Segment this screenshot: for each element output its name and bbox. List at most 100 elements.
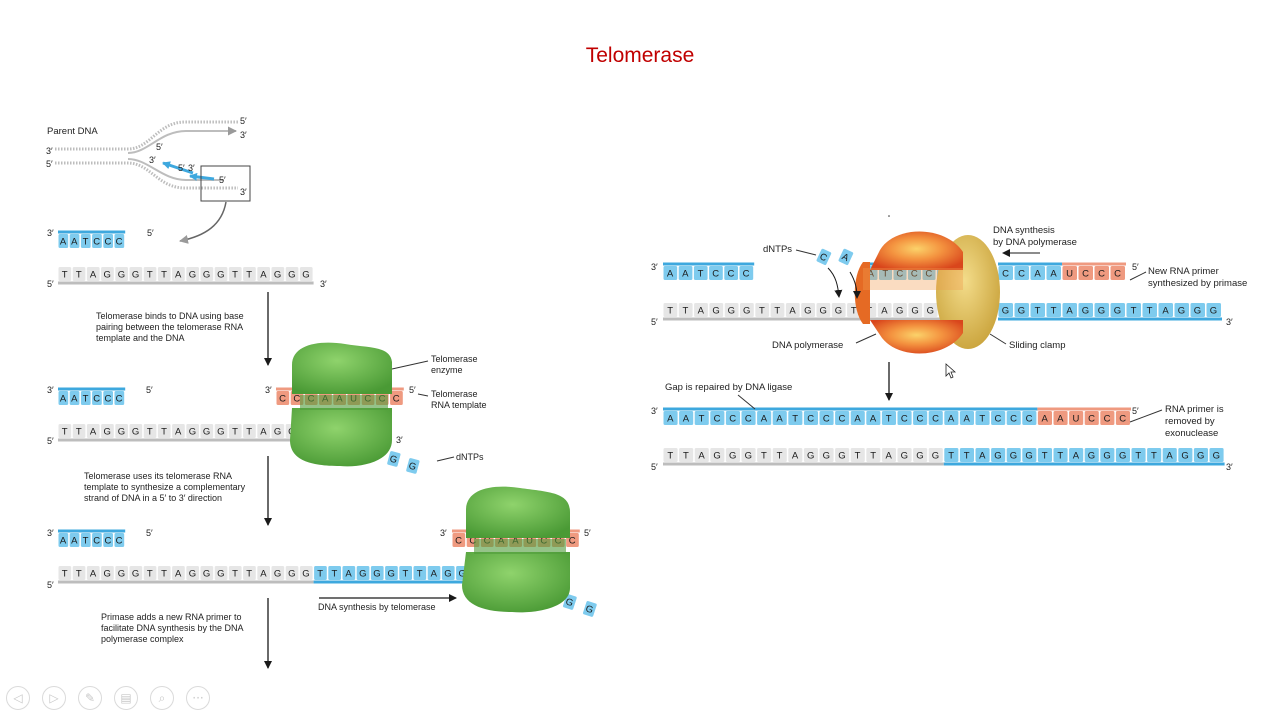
arrow-right-icon[interactable]: ▷: [42, 686, 66, 710]
svg-text:C: C: [116, 394, 123, 405]
more-icon[interactable]: ···: [186, 686, 210, 710]
svg-text:C: C: [1018, 269, 1025, 280]
svg-text:exonuclease: exonuclease: [1165, 428, 1218, 439]
svg-text:C: C: [279, 394, 286, 405]
svg-text:G: G: [118, 427, 125, 438]
svg-text:G: G: [1025, 451, 1032, 462]
svg-text:G: G: [118, 270, 125, 281]
svg-text:A: A: [840, 251, 851, 264]
svg-text:G: G: [916, 451, 923, 462]
base: T: [1131, 448, 1146, 462]
base: T: [228, 424, 242, 438]
svg-text:C: C: [104, 237, 111, 248]
svg-text:T: T: [761, 451, 767, 462]
svg-text:C: C: [1026, 414, 1033, 425]
svg-text:A: A: [789, 306, 796, 317]
end-label: 5′: [409, 385, 416, 395]
base: C: [1084, 411, 1099, 425]
svg-text:T: T: [232, 569, 238, 580]
svg-text:Telomerase: Telomerase: [431, 354, 478, 364]
base: G: [370, 566, 384, 580]
svg-text:T: T: [964, 451, 970, 462]
slides-icon[interactable]: ▤: [114, 686, 138, 710]
base: A: [427, 566, 441, 580]
step1-text: Telomerase binds to DNA using base pairi…: [96, 311, 244, 343]
svg-text:3′: 3′: [149, 155, 156, 165]
end-label: 5′: [146, 385, 153, 395]
svg-text:A: A: [175, 270, 182, 281]
svg-text:T: T: [147, 569, 153, 580]
right-labels: DNA synthesis by DNA polymerase dNTPs Ne…: [665, 225, 1247, 439]
end-label: 5′: [47, 436, 54, 446]
svg-text:G: G: [932, 451, 939, 462]
base: C: [724, 266, 738, 280]
base: T: [1126, 303, 1141, 317]
base: A: [1162, 448, 1177, 462]
base: A: [785, 303, 800, 317]
end-label: 3′: [47, 228, 54, 238]
base: C: [92, 391, 102, 405]
base: C: [1100, 411, 1115, 425]
svg-text:C: C: [838, 414, 845, 425]
base: A: [1037, 411, 1052, 425]
base: T: [58, 267, 72, 281]
base: A: [257, 424, 270, 438]
base: T: [1037, 448, 1052, 462]
svg-text:pairing between the telomerase: pairing between the telomerase RNA: [96, 322, 243, 332]
svg-text:C: C: [1119, 414, 1126, 425]
base: G: [740, 303, 754, 317]
base: G: [709, 303, 724, 317]
base: C: [452, 533, 466, 547]
base: G: [385, 566, 398, 580]
svg-text:T: T: [147, 427, 153, 438]
svg-text:T: T: [1057, 451, 1063, 462]
base: A: [172, 267, 185, 281]
svg-text:T: T: [1131, 306, 1137, 317]
zoom-icon[interactable]: ⌕: [150, 686, 174, 710]
base: G: [214, 267, 228, 281]
base: C: [1094, 266, 1109, 280]
base: U: [1069, 411, 1084, 425]
base: C: [114, 533, 125, 547]
svg-text:G: G: [203, 270, 210, 281]
svg-text:T: T: [792, 414, 798, 425]
base: G: [816, 303, 831, 317]
base: T: [143, 566, 157, 580]
arrow-left-icon[interactable]: ◁: [6, 686, 30, 710]
svg-text:T: T: [76, 569, 82, 580]
end-label: 5′: [651, 317, 658, 327]
svg-text:T: T: [774, 306, 780, 317]
end-label: 3′: [396, 435, 403, 445]
base: T: [228, 566, 242, 580]
svg-text:A: A: [667, 414, 674, 425]
svg-text:T: T: [246, 270, 252, 281]
end-label: 3′: [320, 279, 327, 289]
base: A: [663, 411, 678, 425]
base: G: [801, 303, 815, 317]
svg-text:T: T: [1147, 306, 1153, 317]
base: T: [80, 533, 91, 547]
svg-text:A: A: [71, 394, 78, 405]
svg-text:G: G: [994, 451, 1001, 462]
slide-title: Telomerase: [585, 44, 695, 67]
base: T: [143, 424, 157, 438]
svg-text:A: A: [761, 414, 768, 425]
base: T: [157, 424, 171, 438]
base: A: [86, 267, 100, 281]
svg-text:C: C: [1114, 269, 1121, 280]
base: C: [103, 234, 113, 248]
svg-text:5′: 5′: [46, 159, 53, 169]
svg-text:G: G: [132, 569, 139, 580]
end-label: 3′: [1226, 317, 1233, 327]
svg-text:G: G: [132, 427, 139, 438]
svg-text:T: T: [777, 451, 783, 462]
pen-icon[interactable]: ✎: [78, 686, 102, 710]
base: C: [114, 391, 125, 405]
base: A: [1046, 266, 1061, 280]
svg-text:G: G: [745, 451, 752, 462]
base: G: [200, 267, 214, 281]
svg-text:G: G: [459, 569, 466, 580]
svg-text:facilitate DNA synthesis by th: facilitate DNA synthesis by the DNA: [101, 623, 244, 633]
base: A: [1062, 303, 1077, 317]
